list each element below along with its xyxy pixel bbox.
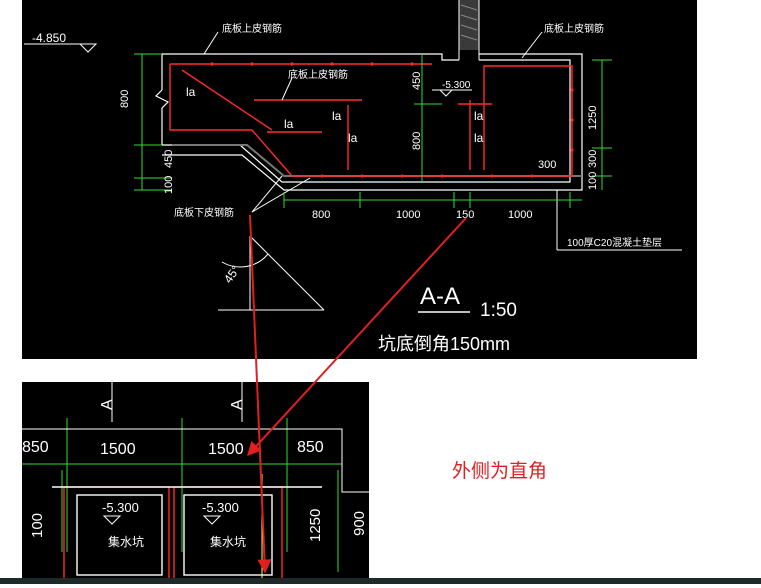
plan-dim-1500-b: 1500 — [208, 441, 244, 458]
la-label: la — [284, 117, 294, 131]
dim-450-mid: 450 — [411, 72, 423, 90]
label-top-rebar-left: 底板上皮钢筋 — [222, 22, 282, 35]
dim-300-corner: 300 — [538, 159, 556, 171]
rebar-lines — [169, 63, 573, 177]
level-label: -4.850 — [32, 31, 66, 45]
plan-drawing-panel: A A 850 1500 1500 850 -5.300 -5.300 集水坑 … — [22, 382, 369, 584]
arrow-to-plan-corner — [247, 217, 467, 457]
column-hatch-pattern — [460, 4, 478, 41]
la-label: la — [474, 109, 484, 123]
angle-construction — [218, 235, 325, 311]
plan-dim-900: 900 — [351, 511, 368, 536]
label-bottom-rebar: 底板下皮钢筋 — [174, 206, 234, 219]
section-marker-1: A — [99, 399, 116, 410]
plan-dim-100: 100 — [29, 513, 46, 538]
dimension-lines — [134, 53, 612, 208]
dim-100-side: 100 — [587, 172, 599, 190]
plan-dim-850-right: 850 — [297, 439, 324, 456]
plan-dim-1250: 1250 — [307, 509, 324, 542]
dim-150-bottom: 150 — [456, 209, 474, 221]
level-triangle-icon — [78, 43, 98, 53]
label-top-rebar-right: 底板上皮钢筋 — [544, 22, 604, 35]
la-label: la — [348, 131, 358, 145]
plan-dim-850-left: 850 — [22, 439, 49, 456]
dim-1000-bottom-b: 1000 — [508, 209, 532, 221]
column-hatch — [459, 0, 479, 50]
pit-level-1: -5.300 — [102, 500, 139, 515]
section-drawing: -4.850 — [24, 0, 682, 354]
dim-800-bottom: 800 — [312, 209, 330, 221]
pit-level-label: -5.300 — [442, 80, 471, 91]
dim-1000-bottom-a: 1000 — [396, 209, 420, 221]
rebar-dots — [210, 62, 574, 178]
section-title: A-A — [420, 283, 460, 310]
leader-lines — [203, 31, 543, 213]
label-top-rebar-mid: 底板上皮钢筋 — [288, 68, 348, 81]
dim-300-side: 300 — [587, 150, 599, 168]
la-label: la — [474, 131, 484, 145]
pit-name-2: 集水坑 — [210, 534, 246, 549]
label-cushion-layer: 100厚C20混凝土垫层 — [567, 236, 662, 249]
dim-1250: 1250 — [587, 106, 599, 130]
dim-800-mid: 800 — [411, 132, 423, 150]
section-marker-2: A — [229, 399, 246, 410]
bottom-strip — [0, 578, 761, 584]
la-label: la — [332, 109, 342, 123]
dim-800-left: 800 — [119, 90, 131, 108]
section-note: 坑底倒角150mm — [378, 334, 510, 354]
plan-drawing: A A 850 1500 1500 850 -5.300 -5.300 集水坑 … — [22, 382, 369, 584]
section-scale: 1:50 — [480, 300, 517, 321]
dim-450-left: 450 — [163, 150, 175, 168]
la-label: la — [186, 85, 196, 99]
pit-name-1: 集水坑 — [108, 534, 144, 549]
pit-level-2: -5.300 — [202, 500, 239, 515]
section-drawing-panel: -4.850 — [22, 0, 697, 359]
dim-100-left: 100 — [163, 176, 175, 194]
plan-dim-1500-a: 1500 — [100, 441, 136, 458]
arrow-to-plan-bottom — [249, 214, 272, 574]
annotation-text: 外侧为直角 — [452, 460, 548, 482]
